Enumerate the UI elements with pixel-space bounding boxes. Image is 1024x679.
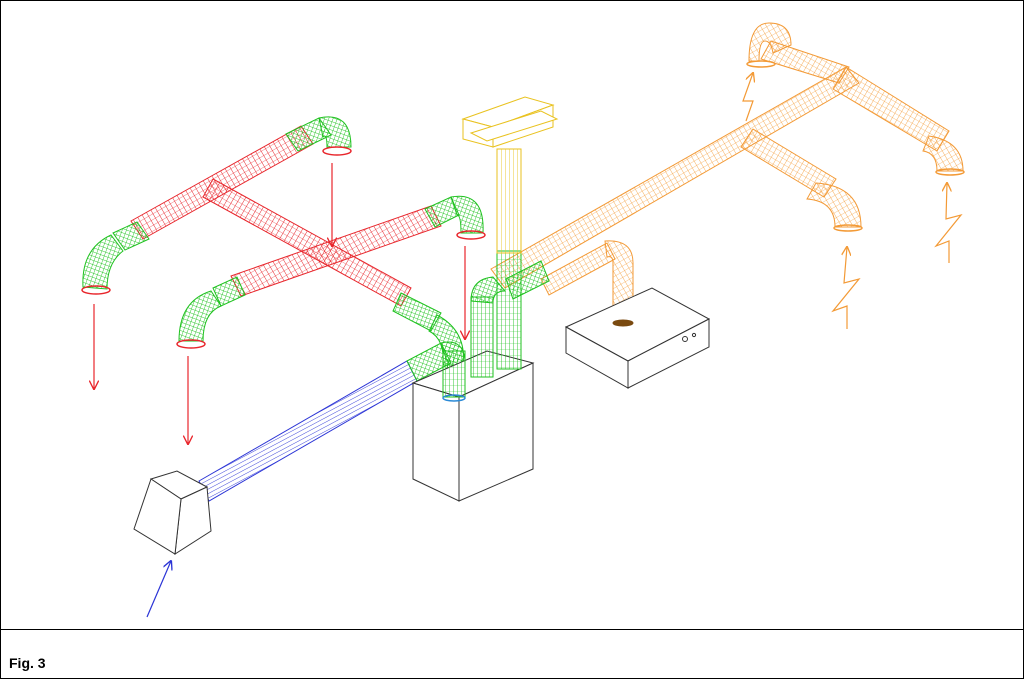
roof-vent-stack <box>461 96 559 254</box>
extract-outlet-right <box>935 168 965 176</box>
supply-outlet-2 <box>81 285 111 295</box>
supply-airflow-arrows <box>94 163 465 444</box>
supply-outlet-1 <box>322 146 352 156</box>
intake-hood <box>133 470 212 555</box>
air-handling-unit <box>411 350 535 502</box>
supply-outlet-3 <box>456 230 486 240</box>
extract-outlet-top <box>746 60 776 68</box>
roof-cowl <box>461 96 559 148</box>
supply-outlet-4 <box>176 339 206 349</box>
extract-airflow-arrows <box>742 73 963 329</box>
unit-risers <box>442 250 522 402</box>
extract-outlet-mid <box>833 224 863 232</box>
cooker-hood <box>564 287 711 389</box>
caption-divider <box>1 629 1023 630</box>
extract-duct-network <box>490 22 965 329</box>
hood-knob-icon <box>682 336 688 342</box>
intake-airflow-arrow <box>146 561 171 618</box>
figure-caption: Fig. 3 <box>9 655 46 671</box>
supply-duct-network <box>81 116 486 444</box>
